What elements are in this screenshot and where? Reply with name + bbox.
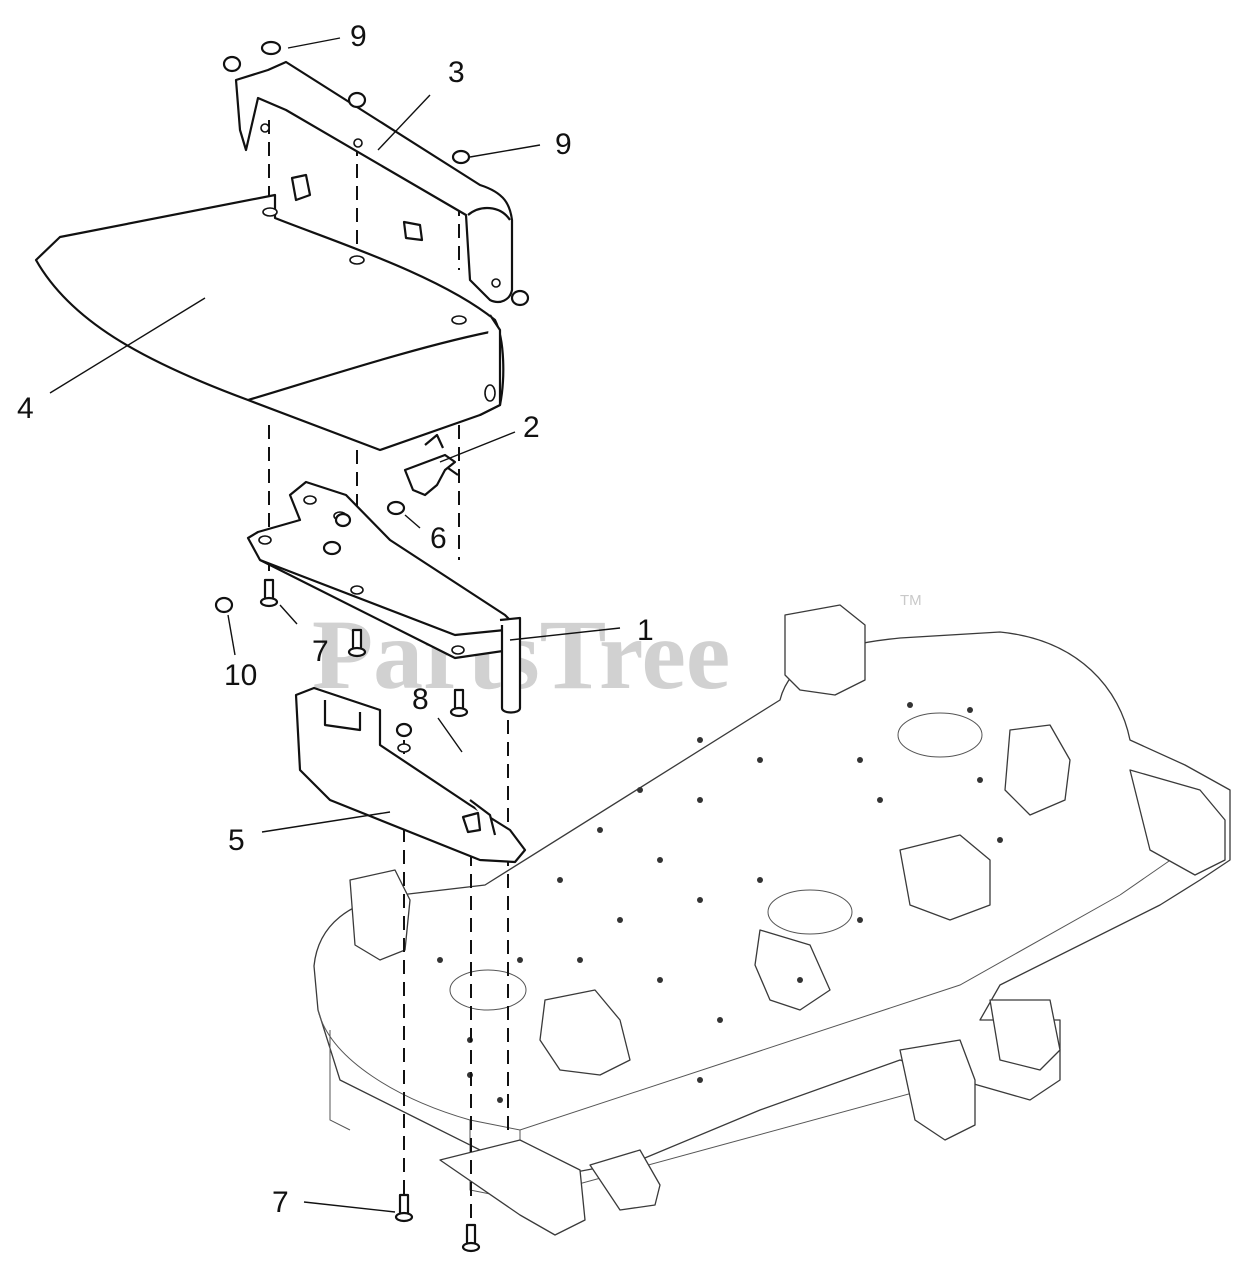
- part-5-lower-bracket: [294, 686, 527, 864]
- leader-lines: [49, 37, 621, 1213]
- callout-5: 5: [228, 824, 245, 857]
- callout-8: 8: [412, 683, 429, 716]
- part-4-deflector: [34, 193, 505, 452]
- callout-9: 9: [350, 20, 367, 53]
- callout-4: 4: [17, 392, 34, 425]
- callout-7: 7: [312, 635, 329, 668]
- callout-7: 7: [272, 1186, 289, 1219]
- callout-labels: 9 3 9 4 2 6 1 7 10 8 5 7: [17, 20, 654, 1219]
- callout-1: 1: [637, 614, 654, 647]
- callout-9: 9: [555, 128, 572, 161]
- watermark-trademark: TM: [900, 592, 922, 609]
- mower-deck: [313, 604, 1231, 1236]
- part-3-upper-bracket: [234, 60, 514, 304]
- callout-2: 2: [523, 411, 540, 444]
- part-2-spring: [403, 433, 459, 497]
- callout-6: 6: [430, 522, 447, 555]
- callout-10: 10: [224, 659, 257, 692]
- callout-3: 3: [448, 56, 465, 89]
- hardware-fasteners: [214, 40, 530, 1253]
